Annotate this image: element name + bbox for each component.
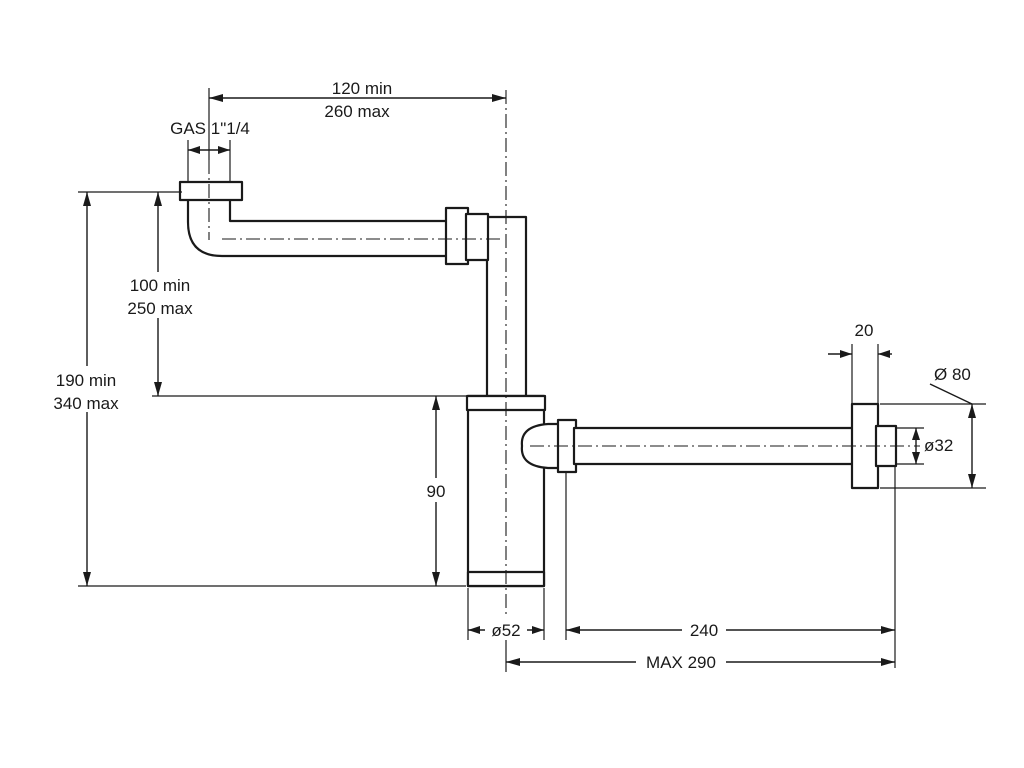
dim-max-reach: MAX 290 [505,640,895,672]
dim-total-height: 190 min 340 max [40,191,466,587]
gas-thread-label: GAS 1"1/4 [170,119,250,138]
tail-min-label: 100 min [130,276,190,295]
outlet-length-label: 240 [690,621,718,640]
flange-diameter-label: Ø 80 [934,365,971,384]
flange-thickness-label: 20 [855,321,874,340]
dim-outlet-length: 240 [565,466,896,668]
dim-flange-diameter: Ø 80 [880,365,986,489]
center-lines [208,90,920,640]
bottle-height-label: 90 [427,482,446,501]
tail-joint-nut-inner [464,212,490,262]
pipe-diameter-label: ø32 [924,436,953,455]
dim-bottle-height: 90 [418,396,454,586]
inlet-pipe-assembly [178,180,528,402]
bottle-trap [465,394,578,588]
total-max-label: 340 max [53,394,119,413]
tail-max-label: 250 max [127,299,193,318]
dim-pipe-diameter: ø32 [896,427,953,465]
total-min-label: 190 min [56,371,116,390]
dim-gas-thread: GAS 1"1/4 [170,119,250,182]
dim-horizontal-reach: 120 min 260 max [208,79,506,160]
tail-joint-nut-outer [444,206,470,266]
dim-flange-thickness: 20 [828,321,892,404]
max-reach-label: MAX 290 [646,653,716,672]
inlet-elbow-pipe [186,196,454,258]
dim-tail-length: 100 min 250 max [112,192,466,397]
dim-bottle-diameter: ø52 [467,588,545,640]
inlet-nut [178,180,244,202]
horiz-min-label: 120 min [332,79,392,98]
horiz-max-label: 260 max [324,102,390,121]
bottle-diameter-label: ø52 [491,621,520,640]
